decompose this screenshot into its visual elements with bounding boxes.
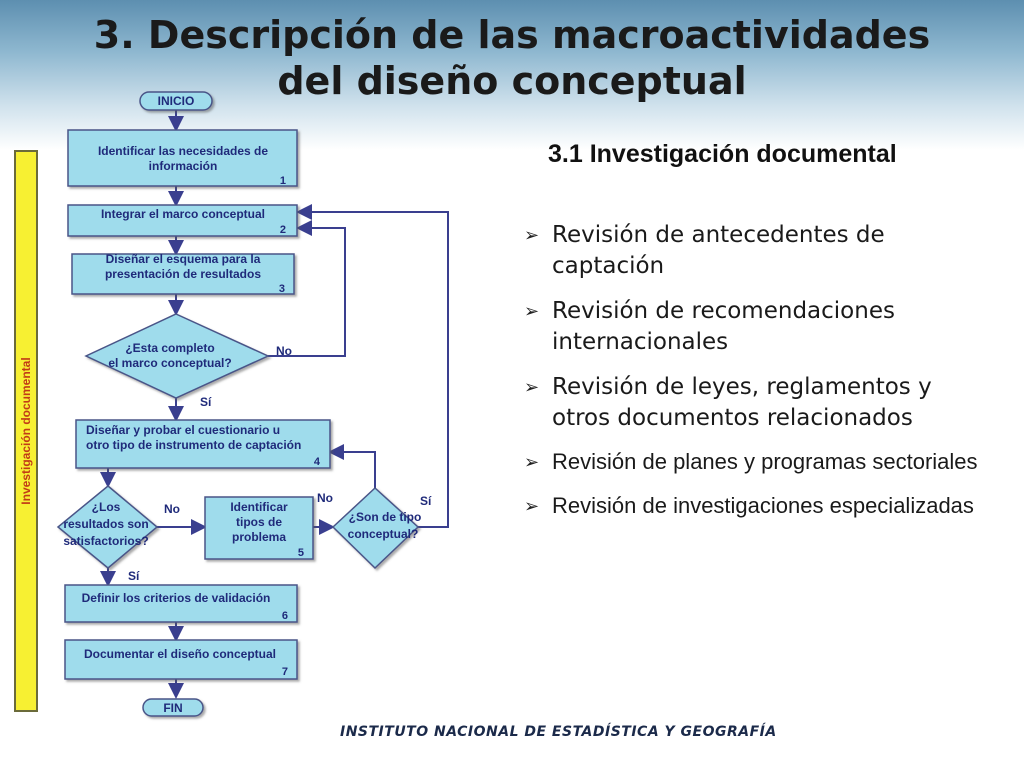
step-1-number: 1 [280,175,286,187]
page-title: 3. Descripción de las macroactividades d… [0,12,1024,104]
step-5-box [204,496,314,560]
phase-sidebar [14,150,38,712]
bullet-arrow-icon: ➢ [524,452,540,472]
start-label: INICIO [158,94,195,108]
connectors [100,110,449,699]
step-3-box [71,253,295,295]
decision-2-diamond [56,485,159,569]
step-4-number: 4 [314,456,321,468]
connector-decision3-yes [296,204,449,528]
step-5-line-3: problema [232,530,286,544]
connector-decision3-no [328,444,376,488]
decision-3-no-label: No [317,491,333,505]
step-3-line-1: Diseñar el esquema para la [106,252,261,266]
decision-1-line-2: el marco conceptual? [108,356,231,370]
bullet-list: ➢ Revisión de antecedentes de captación ➢… [524,220,984,536]
decision-1-diamond [84,313,270,399]
decision-2-line-3: satisfactorios? [63,534,148,548]
end-terminator [142,698,204,717]
step-2-number: 2 [280,224,286,236]
decision-1-yes-label: Sí [200,395,212,409]
step-7-number: 7 [282,666,288,678]
bullet-text: Revisión de investigaciones especializad… [552,493,974,518]
step-5-line-1: Identificar [230,500,288,514]
connector-decision1-no [268,220,346,357]
bullet-item: ➢ Revisión de recomendaciones internacion… [524,296,984,358]
step-1-line-1: Identificar las necesidades de [98,144,268,158]
bullet-text: Revisión de recomendaciones internaciona… [552,298,895,355]
bullet-text: Revisión de planes y programas sectorial… [552,449,978,474]
step-1-box [67,129,298,187]
decision-3-line-1: ¿Son de tipo [349,510,422,524]
step-1-line-2: información [149,159,218,173]
step-7-box [64,639,298,680]
decision-3-line-2: conceptual? [348,527,419,541]
bullet-item: ➢ Revisión de investigaciones especializa… [524,492,984,520]
decision-1-no-label: No [276,344,292,358]
start-terminator [139,91,213,111]
decision-2-yes-label: Sí [128,569,140,583]
step-3-number: 3 [279,283,285,295]
step-6-number: 6 [282,610,288,622]
step-5-number: 5 [298,547,304,559]
step-5-line-2: tipos de [236,515,282,529]
decision-2-line-2: resultados son [63,517,148,531]
step-6-line-1: Definir los criterios de validación [82,591,271,605]
step-7-line-1: Documentar el diseño conceptual [84,647,276,661]
title-line-2: del diseño conceptual [277,59,747,103]
bullet-item: ➢ Revisión de planes y programas sectoria… [524,448,984,476]
bullet-arrow-icon: ➢ [524,496,540,516]
bullet-arrow-icon: ➢ [524,377,540,398]
step-2-box [67,204,298,237]
step-4-box [75,419,331,469]
decision-2-no-label: No [164,502,180,516]
step-3-line-2: presentación de resultados [105,267,261,281]
footer-institution: INSTITUTO NACIONAL DE ESTADÍSTICA Y GEOG… [340,724,777,740]
bullet-item: ➢ Revisión de leyes, reglamentos y otros … [524,372,984,434]
bullet-item: ➢ Revisión de antecedentes de captación [524,220,984,282]
section-subtitle: 3.1 Investigación documental [548,140,897,168]
bullet-arrow-icon: ➢ [524,301,540,322]
title-line-1: 3. Descripción de las macroactividades [93,13,931,57]
step-6-box [64,584,298,623]
decision-1-line-1: ¿Esta completo [125,341,214,355]
step-2-line-1: Integrar el marco conceptual [101,207,265,221]
step-4-line-2: otro tipo de instrumento de captación [86,438,301,452]
end-label: FIN [163,701,182,715]
bullet-text: Revisión de leyes, reglamentos y otros d… [552,374,932,431]
decision-3-diamond [331,486,420,570]
decision-3-yes-label: Sí [420,494,432,508]
bullet-arrow-icon: ➢ [524,225,540,246]
bullet-text: Revisión de antecedentes de captación [552,222,885,279]
step-4-line-1: Diseñar y probar el cuestionario u [86,423,280,437]
decision-2-line-1: ¿Los [92,500,121,514]
